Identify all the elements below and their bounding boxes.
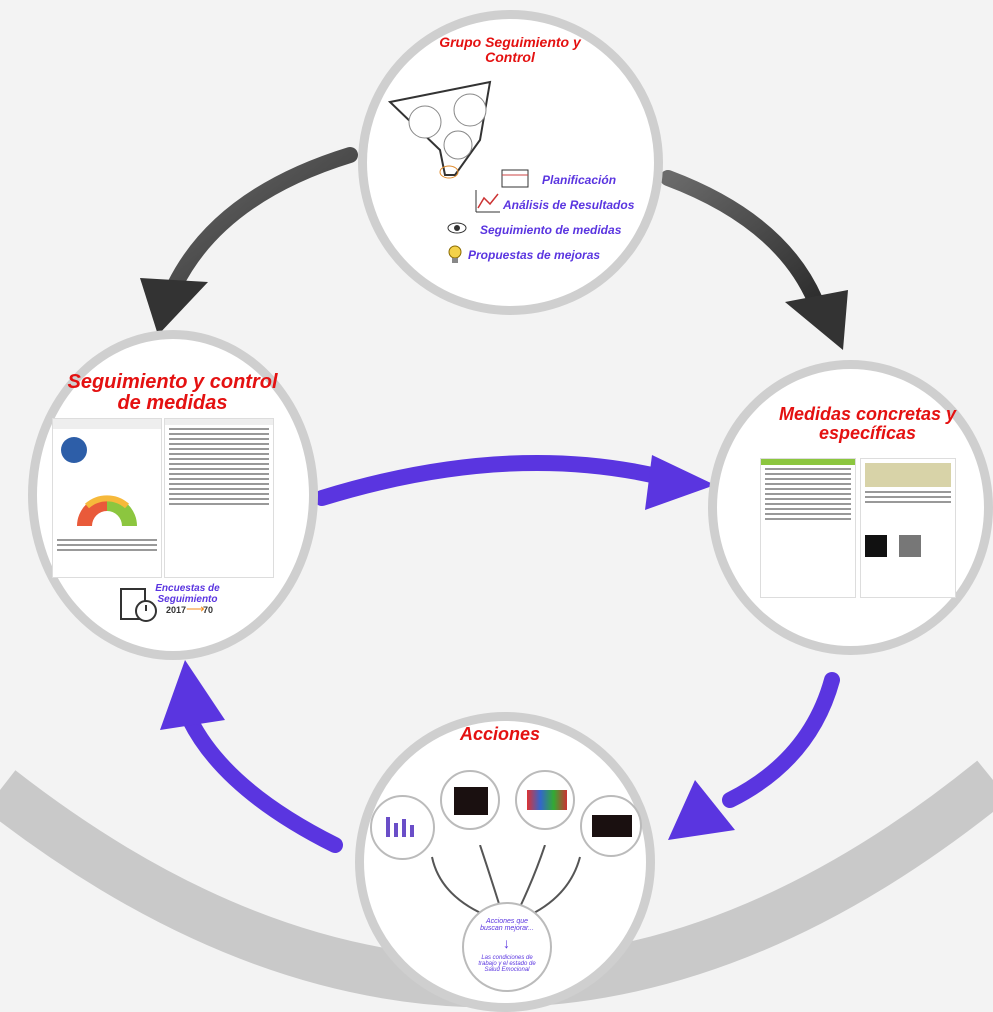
survey-to: 70 (203, 605, 214, 615)
arrow-bottom-to-left (182, 712, 343, 853)
lightbulb-icon (448, 245, 462, 263)
left-document-1 (52, 418, 162, 578)
item-propuestas: Propuestas de mejoras (468, 248, 601, 262)
center-result-circle (462, 902, 552, 992)
circle-grupo-seguimiento[interactable] (358, 10, 663, 315)
left-title: Seguimiento y control de medidas (67, 371, 278, 414)
item-planificacion: Planificación (542, 173, 617, 187)
arrow-right-to-bottom (722, 672, 840, 808)
funnel-graphic (387, 80, 492, 179)
right-document-2 (860, 458, 956, 598)
right-title: Medidas concretas y específicas (778, 404, 957, 443)
survey-label: Encuestas de Seguimiento (155, 583, 220, 605)
right-document-1 (760, 458, 856, 598)
arrow-orange-icon: ⟶ (186, 601, 205, 616)
arrow-left-to-right (314, 455, 673, 506)
center-bottom-text: Las condiciones de trabajo y el estado d… (478, 955, 536, 973)
calendar-icon (501, 169, 529, 188)
chart-icon (475, 190, 500, 213)
convergence-arrows (431, 845, 581, 916)
top-title: Grupo Seguimiento y Control (439, 34, 581, 65)
action-thumb-2 (440, 770, 500, 830)
arrow-top-to-left (167, 147, 358, 293)
clipboard-clock-icon (120, 588, 157, 622)
action-thumb-3 (515, 770, 575, 830)
arrow-top-to-right (660, 170, 823, 308)
action-thumb-1 (370, 795, 435, 860)
survey-from: 2017 (166, 605, 187, 615)
bottom-title: Acciones (459, 724, 541, 744)
eye-icon (447, 222, 467, 234)
center-top-text: Acciones que buscan mejorar... (480, 918, 534, 932)
item-seguimiento: Seguimiento de medidas (480, 223, 622, 237)
action-thumb-4 (580, 795, 642, 857)
left-document-2 (164, 418, 274, 578)
down-arrow-icon: ↓ (503, 935, 510, 951)
item-analisis: Análisis de Resultados (503, 198, 635, 212)
